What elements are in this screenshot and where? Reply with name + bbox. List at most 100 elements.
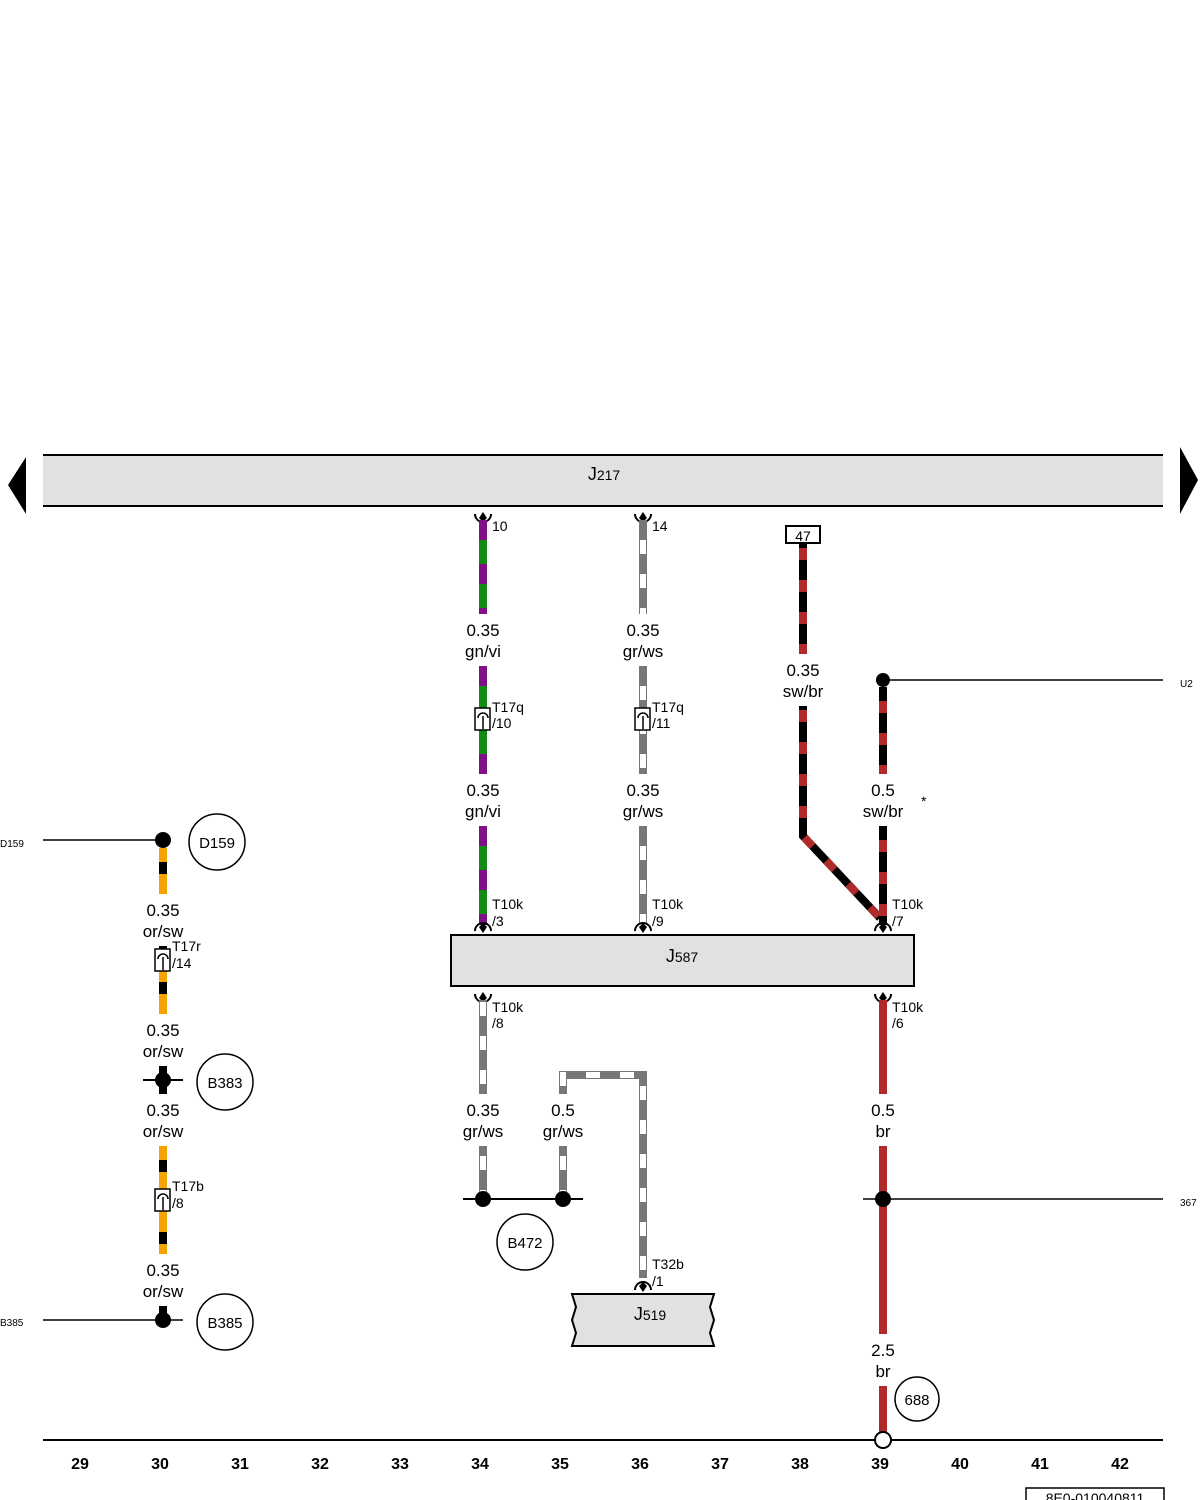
- side-reference-367: 367: [1180, 1198, 1197, 1209]
- wire-size: 0.35: [626, 621, 659, 640]
- connector-pin: /6: [892, 1015, 904, 1031]
- j587-label: J587: [666, 946, 699, 966]
- column-number: 39: [871, 1456, 889, 1473]
- column-number: 32: [311, 1456, 329, 1473]
- wire-color: gr/ws: [623, 642, 664, 661]
- pin-label: 10: [492, 518, 508, 534]
- wire-color: or/sw: [143, 922, 184, 941]
- location-circle: [196, 1053, 254, 1111]
- pin-label: 14: [652, 518, 668, 534]
- j519-box: [570, 1293, 716, 1347]
- wire-column-36-upper: 14 0.35 gr/ws T17q /11 0.35 gr/ws T10k /…: [623, 512, 684, 933]
- junction-dot: [155, 1072, 171, 1088]
- column-number: 34: [471, 1456, 489, 1473]
- connector-name: T17q: [652, 699, 684, 715]
- junction-dot: [875, 1191, 891, 1207]
- wire-size: 0.35: [466, 781, 499, 800]
- connector-name: T17q: [492, 699, 524, 715]
- wire-color: gn/vi: [465, 802, 501, 821]
- wire-size: 0.35: [146, 901, 179, 920]
- junction-dot: [155, 1312, 171, 1328]
- plug-connector-icon: [634, 707, 651, 731]
- ground-point-label: 688: [904, 1392, 929, 1409]
- wire-size: 0.35: [146, 1021, 179, 1040]
- location-label: B383: [207, 1075, 242, 1092]
- connector-name: T10k: [492, 896, 524, 912]
- connector-name: T32b: [652, 1256, 684, 1272]
- wire-size: 0.35: [466, 1101, 499, 1120]
- connector-icon: [474, 922, 492, 933]
- column-number: 37: [711, 1456, 729, 1473]
- connector-pin: /11: [652, 715, 671, 731]
- splice-b472: B472: [463, 1191, 583, 1271]
- next-page-arrow-icon[interactable]: [1180, 447, 1198, 514]
- wire-size: 0.35: [146, 1261, 179, 1280]
- wire-column-39-lower: T10k /6 0.5 br 367 2.5 br 688: [863, 992, 1197, 1432]
- ground-connection-point: [874, 1431, 892, 1449]
- wire-color: sw/br: [783, 682, 824, 701]
- wire-size: 0.5: [551, 1101, 575, 1120]
- connector-icon: [634, 1281, 652, 1292]
- wire-column-30: D159 D159 0.35 or/sw T17r /14 0.35 or/sw…: [0, 813, 254, 1351]
- j519-label: J519: [634, 1304, 667, 1324]
- wire-color: br: [875, 1122, 890, 1141]
- wire-column-35: 0.5 gr/ws: [543, 1071, 647, 1278]
- junction-dot: [555, 1191, 571, 1207]
- document-code-box: 8E0-010040811: [1025, 1487, 1165, 1500]
- location-circle: [196, 1293, 254, 1351]
- side-reference-b385: B385: [0, 1318, 24, 1329]
- junction-dot: [155, 832, 171, 848]
- connector-pin: /9: [652, 913, 664, 929]
- wire-color: gr/ws: [543, 1122, 584, 1141]
- connector-name: T10k: [892, 896, 924, 912]
- wire-size: 0.35: [466, 621, 499, 640]
- connector-icon: [634, 922, 652, 933]
- wire-color: gr/ws: [623, 802, 664, 821]
- plug-connector-icon: [154, 1188, 171, 1212]
- connector-pin: /14: [172, 955, 192, 971]
- wire-color: sw/br: [863, 802, 904, 821]
- wire-size: 2.5: [871, 1341, 895, 1360]
- location-label: B472: [507, 1235, 542, 1252]
- j587-box: [450, 934, 915, 987]
- wire-color: gr/ws: [463, 1122, 504, 1141]
- wire-column-34-upper: 10 0.35 gn/vi T17q /10 0.35 gn/vi T10k /…: [465, 512, 524, 933]
- wire-column-39-upper: U2 0.5 sw/br * T10k /7: [863, 673, 1193, 933]
- connector-pin: /7: [892, 913, 904, 929]
- wire-size: 0.35: [786, 661, 819, 680]
- j217-label: J217: [588, 464, 621, 484]
- side-reference-d159: D159: [0, 839, 24, 850]
- location-label: B385: [207, 1315, 242, 1332]
- wire-column-34-lower: T10k /8 0.35 gr/ws: [463, 992, 524, 1198]
- wire-column-38: 47 0.35 sw/br: [783, 525, 883, 921]
- location-circle: [496, 1213, 554, 1271]
- connector-name: T10k: [652, 896, 684, 912]
- ground-point-circle: [894, 1376, 940, 1422]
- connector-pin: /8: [492, 1015, 504, 1031]
- connector-name: T10k: [892, 999, 924, 1015]
- column-number: 42: [1111, 1456, 1129, 1473]
- ground-bar: [43, 1431, 1163, 1449]
- wire-color: or/sw: [143, 1282, 184, 1301]
- j217-box: [43, 455, 1163, 506]
- column-number: 36: [631, 1456, 649, 1473]
- location-label: D159: [199, 835, 235, 852]
- connector-name: T17r: [172, 938, 201, 954]
- wire-size: 0.35: [146, 1101, 179, 1120]
- wire-size: 0.35: [626, 781, 659, 800]
- plug-connector-icon: [474, 707, 491, 731]
- reference-box-label: 47: [795, 528, 811, 544]
- footnote-asterisk: *: [921, 793, 927, 809]
- location-circle: [188, 813, 246, 871]
- connector-name: T10k: [492, 999, 524, 1015]
- column-number: 30: [151, 1456, 169, 1473]
- column-number: 35: [551, 1456, 569, 1473]
- junction-dot: [475, 1191, 491, 1207]
- component-j519: T32b /1 J519: [570, 1256, 716, 1347]
- side-reference-u2: U2: [1180, 679, 1193, 690]
- reference-box-47: [785, 525, 821, 544]
- connector-icon: [874, 922, 892, 933]
- previous-page-arrow-icon[interactable]: [8, 457, 26, 514]
- column-number: 40: [951, 1456, 969, 1473]
